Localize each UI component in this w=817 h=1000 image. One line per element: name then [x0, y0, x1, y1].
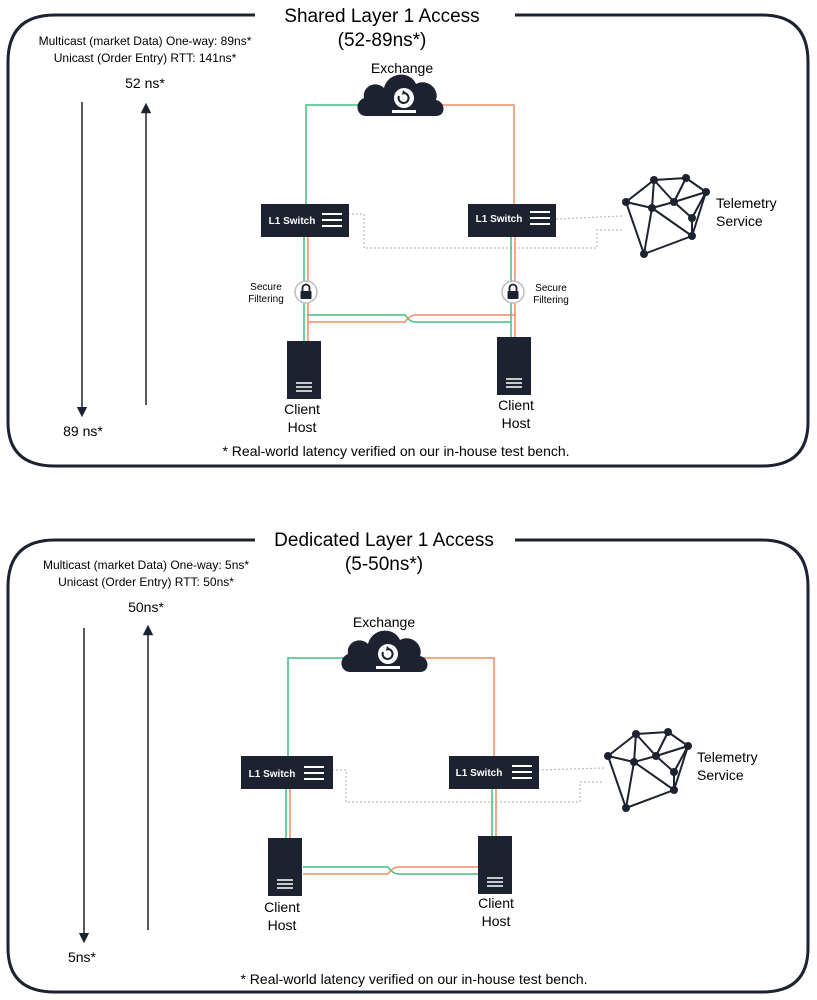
unicast-stat: Unicast (Order Entry) RTT: 141ns* — [54, 51, 237, 65]
telemetry-link-left — [348, 213, 622, 249]
client-host-server-icon — [477, 835, 513, 895]
unicast-stat: Unicast (Order Entry) RTT: 50ns* — [58, 575, 234, 589]
dedicated-access-panel: Dedicated Layer 1 Access (5-50ns*) Multi… — [6, 530, 810, 994]
multicast-stat: Multicast (market Data) One-way: 89ns* — [39, 34, 252, 48]
svg-text:Host: Host — [268, 917, 297, 933]
telemetry-label: Telemetry — [716, 195, 777, 211]
svg-text:Filtering: Filtering — [533, 295, 569, 306]
down-latency-label: 89 ns* — [63, 423, 103, 439]
footnote: * Real-world latency verified on our in-… — [222, 443, 569, 459]
panel-range: (52-89ns*) — [338, 30, 427, 51]
down-latency-label: 5ns* — [68, 949, 97, 965]
client-host-label: Client — [284, 401, 320, 417]
svg-text:Filtering: Filtering — [248, 294, 284, 305]
footnote: * Real-world latency verified on our in-… — [240, 971, 587, 987]
exchange-link-green — [287, 657, 350, 757]
svg-text:L1 Switch: L1 Switch — [476, 214, 523, 225]
client-host-label: Client — [264, 899, 300, 915]
panel-title: Dedicated Layer 1 Access — [274, 530, 494, 551]
client-host-label: Client — [498, 397, 534, 413]
secure-filtering-label: Secure — [535, 283, 567, 294]
svg-text:Service: Service — [697, 767, 744, 783]
exchange-link-orange — [436, 104, 515, 206]
telemetry-link-right — [537, 767, 605, 771]
svg-text:L1 Switch: L1 Switch — [269, 216, 316, 227]
telemetry-network-icon — [621, 173, 711, 259]
lock-icon — [501, 280, 525, 304]
client-host-label: Client — [478, 895, 514, 911]
telemetry-network-icon — [603, 727, 693, 813]
shared-access-panel: Shared Layer 1 Access (52-89ns*) Multica… — [6, 6, 810, 468]
telemetry-link-left — [332, 769, 604, 803]
secure-filtering-label: Secure — [250, 282, 282, 293]
exchange-label: Exchange — [353, 614, 415, 630]
exchange-cloud-icon — [356, 73, 445, 117]
multicast-stat: Multicast (market Data) One-way: 5ns* — [43, 558, 249, 572]
up-latency-label: 50ns* — [128, 599, 164, 615]
telemetry-link-right — [555, 215, 623, 220]
svg-text:Service: Service — [716, 213, 763, 229]
exchange-label: Exchange — [371, 60, 433, 76]
client-host-server-icon — [496, 336, 532, 396]
svg-text:L1 Switch: L1 Switch — [249, 769, 296, 780]
up-latency-label: 52 ns* — [125, 75, 165, 91]
exchange-cloud-icon — [340, 629, 429, 673]
svg-text:Host: Host — [288, 419, 317, 435]
exchange-link-orange — [422, 657, 495, 756]
l1-switch-right — [468, 204, 556, 237]
svg-text:Host: Host — [502, 415, 531, 431]
lock-icon — [294, 280, 318, 304]
svg-text:Host: Host — [482, 913, 511, 929]
panel-border — [6, 538, 810, 994]
panel-border — [6, 13, 810, 468]
svg-text:L1 Switch: L1 Switch — [456, 768, 503, 779]
client-host-server-icon — [267, 837, 303, 897]
panel-title: Shared Layer 1 Access — [284, 6, 479, 27]
client-host-server-icon — [286, 340, 322, 400]
telemetry-label: Telemetry — [697, 749, 758, 765]
panel-range: (5-50ns*) — [345, 554, 423, 575]
exchange-link-green — [305, 104, 366, 206]
